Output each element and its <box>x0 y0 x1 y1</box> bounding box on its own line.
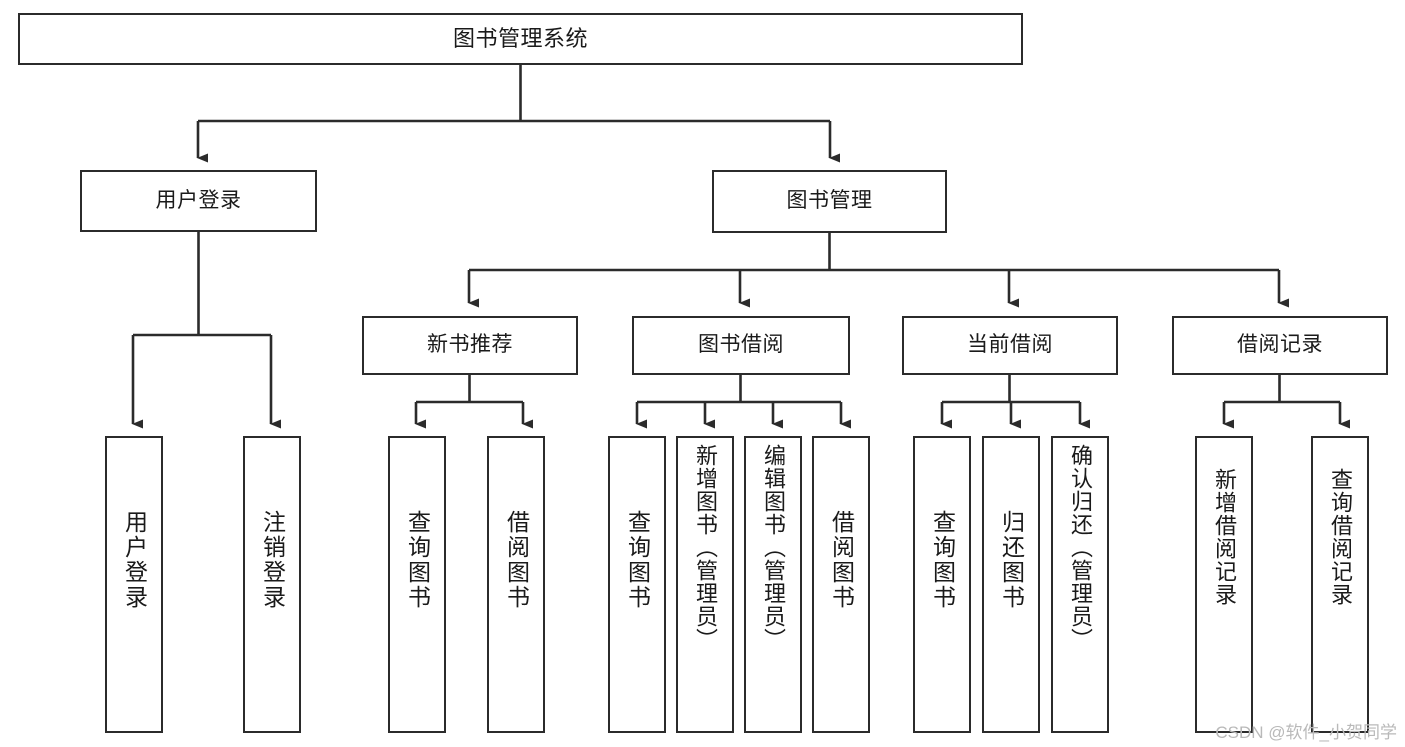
node-label: 查询图书 <box>404 510 431 610</box>
node-new-book-recommend[interactable]: 新书推荐 <box>362 316 578 375</box>
node-book-management[interactable]: 图书管理 <box>712 170 947 233</box>
node-book-borrow[interactable]: 图书借阅 <box>632 316 850 375</box>
node-label: 图书管理系统 <box>452 26 588 52</box>
node-label: 图书借阅 <box>698 333 784 357</box>
node-label: 图书管理 <box>786 189 873 213</box>
node-leaf-add-book-admin[interactable]: 新增图书（管理员） <box>676 436 734 733</box>
node-leaf-query-borrow-record[interactable]: 查询借阅记录 <box>1311 436 1369 733</box>
node-leaf-edit-book-admin[interactable]: 编辑图书（管理员） <box>744 436 802 733</box>
node-label: 借阅记录 <box>1237 333 1323 357</box>
node-borrow-record[interactable]: 借阅记录 <box>1172 316 1388 375</box>
node-label: 新增图书（管理员） <box>693 444 718 651</box>
node-label: 查询借阅记录 <box>1328 468 1353 606</box>
node-root-book-management-system[interactable]: 图书管理系统 <box>18 13 1023 65</box>
node-label: 确认归还（管理员） <box>1068 444 1093 651</box>
node-label: 注销登录 <box>259 510 286 610</box>
node-leaf-query-book-recommend[interactable]: 查询图书 <box>388 436 446 733</box>
node-leaf-borrow-book[interactable]: 借阅图书 <box>812 436 870 733</box>
node-leaf-logout[interactable]: 注销登录 <box>243 436 301 733</box>
node-leaf-borrow-book-recommend[interactable]: 借阅图书 <box>487 436 545 733</box>
csdn-watermark: CSDN @软件_小贺同学 <box>1215 723 1397 742</box>
node-label: 编辑图书（管理员） <box>761 444 786 651</box>
node-current-borrow[interactable]: 当前借阅 <box>902 316 1118 375</box>
node-user-login[interactable]: 用户登录 <box>80 170 317 232</box>
node-label: 用户登录 <box>121 510 148 610</box>
node-label: 借阅图书 <box>503 510 530 610</box>
node-label: 查询图书 <box>929 510 956 610</box>
node-leaf-add-borrow-record[interactable]: 新增借阅记录 <box>1195 436 1253 733</box>
node-label: 归还图书 <box>998 510 1025 610</box>
node-label: 新书推荐 <box>427 333 513 357</box>
node-leaf-confirm-return-admin[interactable]: 确认归还（管理员） <box>1051 436 1109 733</box>
node-leaf-return-book[interactable]: 归还图书 <box>982 436 1040 733</box>
node-label: 借阅图书 <box>828 510 855 610</box>
node-leaf-query-book-current[interactable]: 查询图书 <box>913 436 971 733</box>
node-label: 新增借阅记录 <box>1212 468 1237 606</box>
node-label: 当前借阅 <box>967 333 1053 357</box>
node-label: 用户登录 <box>155 188 242 212</box>
node-leaf-user-login[interactable]: 用户登录 <box>105 436 163 733</box>
node-label: 查询图书 <box>624 510 651 610</box>
node-leaf-query-book-borrow[interactable]: 查询图书 <box>608 436 666 733</box>
